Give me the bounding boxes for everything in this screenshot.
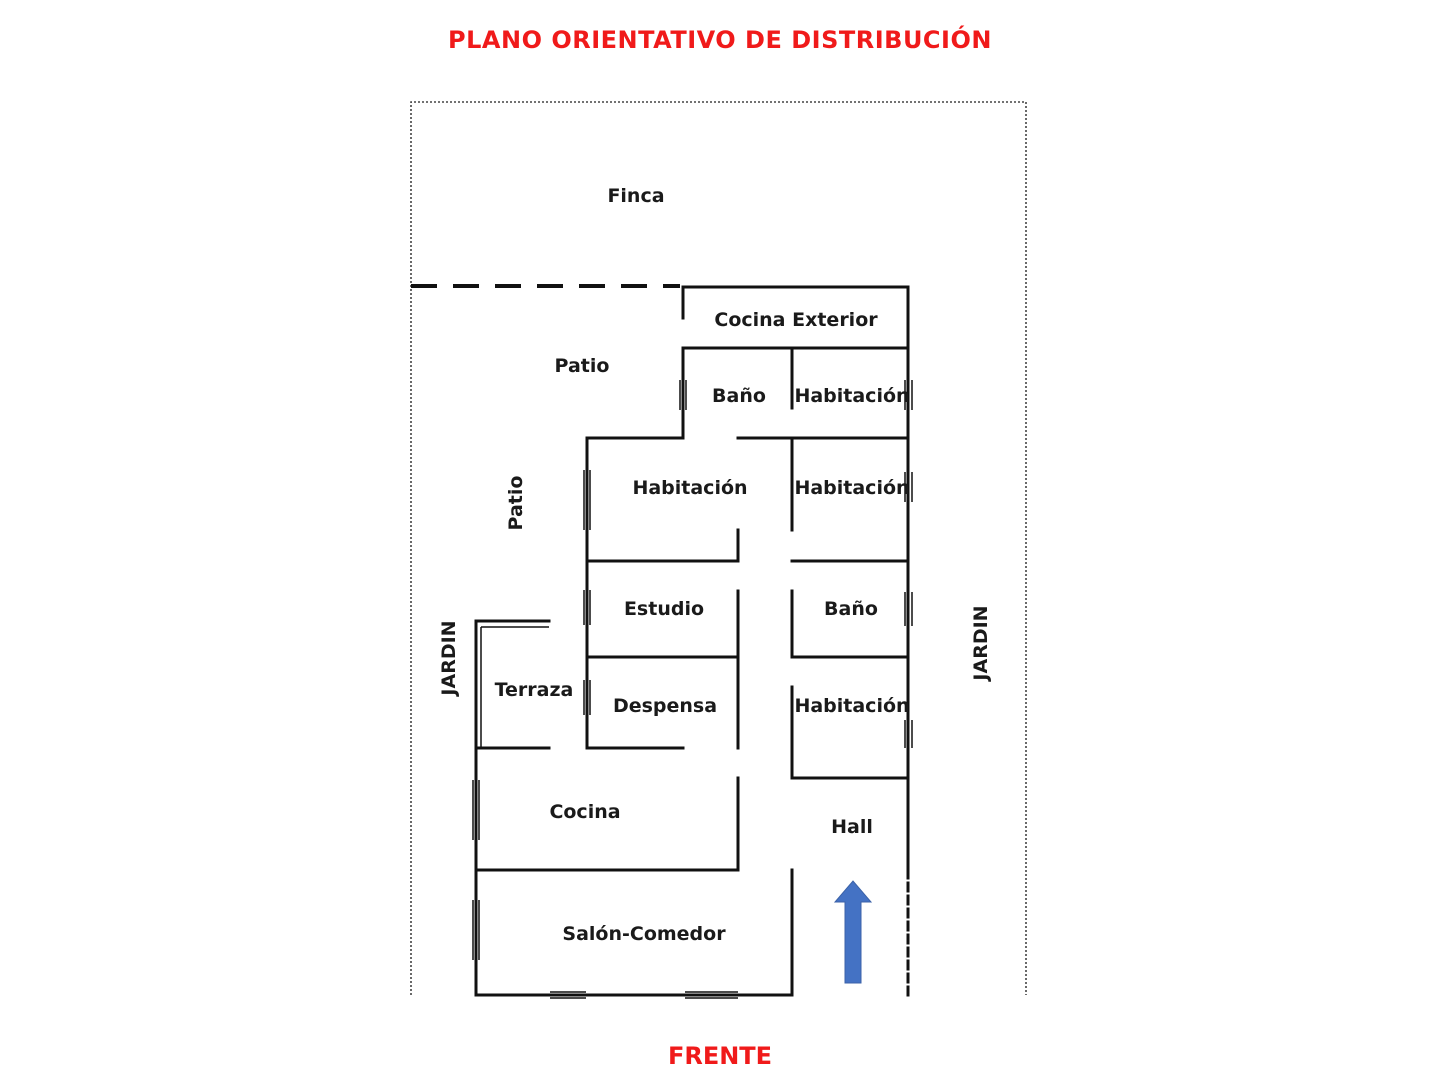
front-label: FRENTE [667, 1042, 773, 1070]
label-despensa: Despensa [613, 695, 717, 717]
label-cocina: Cocina [549, 801, 620, 823]
label-habitacion-4: Habitación [794, 695, 909, 717]
windows [472, 380, 913, 999]
label-hall: Hall [831, 816, 873, 838]
label-patio-top: Patio [555, 355, 610, 377]
label-bano-2: Baño [824, 598, 878, 620]
label-terraza: Terraza [495, 679, 574, 701]
label-bano-1: Baño [712, 385, 766, 407]
label-jardin-right: JARDIN [970, 605, 992, 682]
label-finca: Finca [607, 185, 664, 207]
label-jardin-left: JARDIN [438, 620, 460, 697]
label-habitacion-3: Habitación [794, 477, 909, 499]
house-walls [474, 285, 910, 997]
label-habitacion-2: Habitación [632, 477, 747, 499]
plot-boundary [410, 101, 1027, 995]
label-salon-comedor: Salón-Comedor [562, 923, 726, 945]
plan-title: PLANO ORIENTATIVO DE DISTRIBUCIÓN [448, 26, 992, 54]
label-cocina-exterior: Cocina Exterior [714, 309, 878, 331]
arrow-up-icon [833, 880, 873, 984]
label-estudio: Estudio [624, 598, 704, 620]
label-patio-side: Patio [505, 476, 527, 531]
label-habitacion-1: Habitación [794, 385, 909, 407]
